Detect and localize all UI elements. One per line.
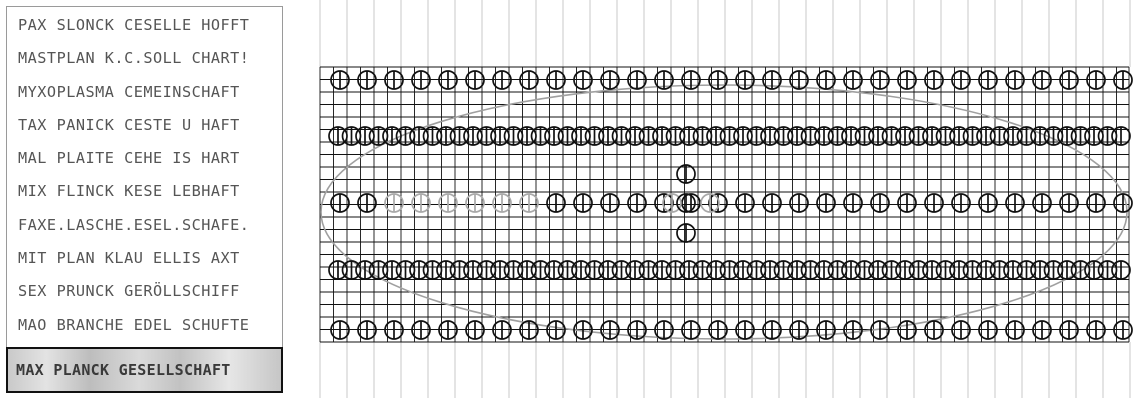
cipher-grid-diagram (0, 0, 1143, 398)
